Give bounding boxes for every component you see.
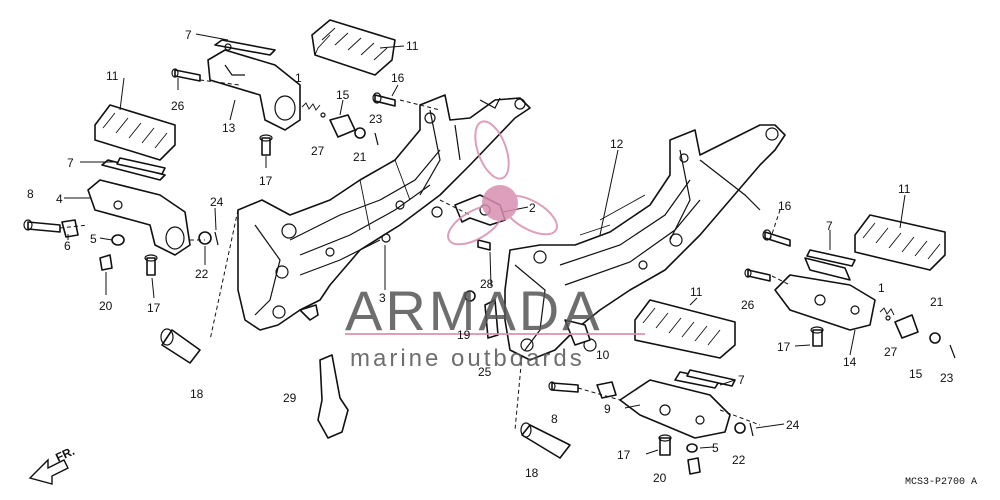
callout-label: 2 <box>529 201 536 215</box>
callout-label: 18 <box>190 387 204 401</box>
watermark-brand: ARMADA <box>345 279 603 342</box>
callout-label: 24 <box>210 195 224 209</box>
callout-label: 18 <box>525 466 539 480</box>
callout-label: 26 <box>171 99 185 113</box>
callout-label: 4 <box>56 192 63 206</box>
callout-label: 23 <box>940 371 954 385</box>
callout-label: 22 <box>732 453 746 467</box>
front-label: FR. <box>53 444 76 465</box>
callout-label: 28 <box>480 277 494 291</box>
callout-label: 5 <box>712 441 719 455</box>
callout-label: 20 <box>99 299 113 313</box>
footpeg-right-bottom <box>634 299 736 359</box>
callout-label: 3 <box>379 291 386 305</box>
callout-label: 12 <box>610 137 624 151</box>
callout-label: 15 <box>909 367 923 381</box>
callout-label: 24 <box>786 418 800 432</box>
callout-label: 7 <box>826 219 833 233</box>
callout-label: 17 <box>147 301 161 315</box>
callout-label: 8 <box>27 187 34 201</box>
callout-label: 10 <box>596 348 610 362</box>
front-arrow: FR. <box>28 444 77 485</box>
callout-label: 11 <box>406 39 419 53</box>
peg-holder-14 <box>774 257 876 331</box>
watermark-tagline: marine outboards <box>350 345 585 372</box>
diagram-code: MCS3-P2700 A <box>905 477 977 488</box>
footpeg-right-top <box>854 214 946 271</box>
callouts: 7 11 11 1 26 16 15 13 23 27 21 7 17 4 8 … <box>27 28 954 485</box>
callout-label: 22 <box>195 267 209 281</box>
leader-lines <box>59 33 906 455</box>
right-main-bracket <box>504 124 786 361</box>
callout-label: 11 <box>898 182 911 196</box>
watermark-rule <box>345 333 645 335</box>
footpeg-left <box>94 104 176 161</box>
hardware <box>23 68 956 475</box>
callout-label: 1 <box>878 281 885 295</box>
callout-label: 25 <box>478 365 492 379</box>
callout-label: 26 <box>741 298 755 312</box>
callout-label: 27 <box>884 345 898 359</box>
callout-label: 27 <box>311 144 325 158</box>
callout-label: 23 <box>369 112 383 126</box>
watermark: ARMADA marine outboards <box>345 120 645 372</box>
callout-label: 14 <box>843 355 857 369</box>
callout-label: 19 <box>457 328 471 342</box>
callout-label: 17 <box>617 448 631 462</box>
callout-label: 11 <box>690 285 703 299</box>
callout-label: 13 <box>222 121 236 135</box>
footpeg-top-left <box>311 19 396 76</box>
callout-label: 5 <box>90 232 97 246</box>
callout-label: 20 <box>653 471 667 485</box>
callout-label: 11 <box>106 69 119 83</box>
callout-label: 9 <box>604 402 611 416</box>
callout-label: 21 <box>353 150 367 164</box>
callout-label: 8 <box>551 412 558 426</box>
callout-label: 15 <box>336 88 350 102</box>
callout-label: 7 <box>738 373 745 387</box>
callout-label: 7 <box>67 156 74 170</box>
callout-label: 6 <box>64 239 71 253</box>
callout-label: 16 <box>778 199 792 213</box>
peg-holder-4 <box>87 159 191 256</box>
callout-label: 7 <box>185 28 192 42</box>
callout-label: 17 <box>259 174 273 188</box>
front-arrow-icon <box>28 458 69 485</box>
callout-label: 21 <box>930 295 944 309</box>
callout-label: 1 <box>295 71 302 85</box>
callout-label: 29 <box>283 391 297 405</box>
left-main-bracket <box>237 94 531 331</box>
callout-label: 16 <box>391 71 405 85</box>
watermark-hub <box>482 185 518 221</box>
peg-holder-13 <box>207 39 301 131</box>
callout-label: 17 <box>777 340 791 354</box>
